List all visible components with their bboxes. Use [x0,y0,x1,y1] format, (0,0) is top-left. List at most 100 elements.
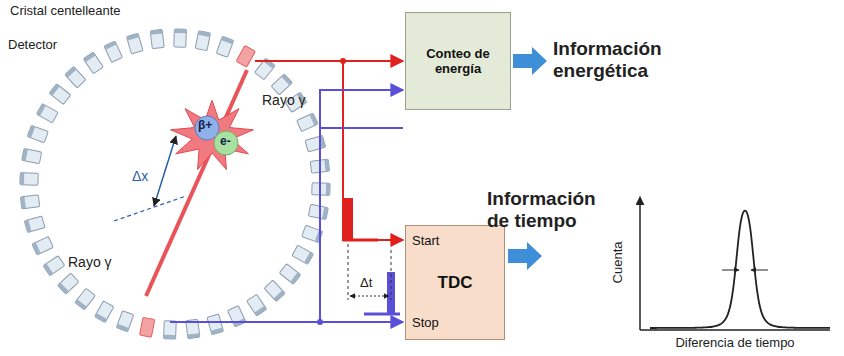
detector-crystal [22,149,42,164]
distance-label: Δx [132,168,148,184]
detector-crystal [32,236,53,254]
detector-crystal [271,74,292,95]
detector-crystal [22,149,42,164]
box-title: TDC [438,273,473,293]
detector-crystal [271,74,292,95]
detector-photosensor [198,31,211,37]
detector-crystal [83,52,103,74]
detector-photosensor [322,207,328,220]
detector-crystal [95,301,114,323]
junction-dot [317,319,323,325]
output-label: Información de tiempo [487,188,612,232]
output-label: Información energética [553,38,703,82]
detector-photosensor [43,263,53,275]
output-arrow [508,242,542,270]
detector-crystal [195,31,210,51]
timing-peak [650,211,830,328]
detector-crystal [216,36,233,57]
detector-photosensor [174,29,186,33]
detector-crystal [43,256,65,276]
red-wire [255,60,403,62]
detector-crystal [20,195,39,209]
pin-label: Stop [412,315,439,330]
detector-crystal [305,136,326,152]
stop-pulse [364,313,400,316]
detector-photosensor [221,36,234,44]
detector-crystal [264,280,285,301]
energy-counter-box: Conteo de energía [405,12,511,110]
axis-label: Cuenta [611,242,626,284]
detector-photosensor [164,335,176,339]
part-label: Cristal centelleante [10,4,121,19]
blue-wire [320,321,403,323]
detector-crystal [227,306,245,327]
detector-photosensor [83,52,95,62]
detector-crystal [20,173,38,186]
detector-photosensor [304,252,313,264]
detector-photosensor [211,327,224,334]
detector-crystal [150,29,164,48]
detector-crystal [297,113,318,131]
delta-x-arrow [154,136,176,206]
detector-crystal [104,41,122,62]
detector-crystal [83,52,103,74]
detector-crystal [150,29,164,48]
detector-photosensor [324,159,329,171]
electron-circle [214,131,238,155]
detector-crystal [104,41,122,62]
detector-photosensor [254,306,266,316]
detector-crystal [24,216,45,232]
particle-label: e- [220,135,231,149]
box-title: Conteo de energía [413,46,503,76]
detector-crystal [174,29,187,47]
detector-crystal [75,288,96,310]
detector-crystal [140,317,155,337]
detector-crystal [116,311,133,332]
detector-crystal [292,245,314,264]
part-label: Detector [8,38,57,53]
detector-crystal [164,321,177,339]
detector-crystal [127,33,143,54]
detector-crystal [20,173,38,186]
y-axis [639,197,641,330]
detector-crystal [27,125,48,142]
detector-crystal [49,84,71,105]
detector-photosensor [326,183,330,195]
detector-crystal [216,36,233,57]
detector-photosensor [104,41,117,50]
detector-photosensor [20,173,24,185]
detector-crystal [247,294,267,316]
detector-crystal [236,46,255,68]
detector-photosensor [37,104,46,116]
detector-photosensor [65,67,77,78]
detector-crystal [75,288,96,310]
detector-crystal [207,314,223,335]
dashed-reference [114,196,186,221]
detector-crystal [174,29,187,47]
detector-crystal [297,113,318,131]
detector-photosensor [274,290,286,301]
detector-crystal [32,236,53,254]
detector-photosensor [22,149,28,162]
start-pulse [343,239,378,242]
blue-wire [170,128,403,322]
red-wire [343,61,403,240]
detector-crystal [65,67,86,88]
ray-label: Rayo γ [262,92,306,108]
detector-crystal [292,245,314,264]
delta-t-label: Δt [358,276,374,291]
detector-photosensor [75,299,87,310]
ray-label: Rayo γ [68,254,112,270]
detector-photosensor [24,220,31,233]
detector-photosensor [127,33,140,40]
pin-label: Start [412,233,439,248]
detector-crystal [279,264,301,285]
detector-crystal [140,317,155,337]
detector-crystal [58,273,79,294]
gamma-ray-line [146,70,247,296]
detector-photosensor [263,58,275,69]
detector-crystal [236,46,255,68]
detector-crystal [65,67,86,88]
detector-crystal [37,104,59,123]
